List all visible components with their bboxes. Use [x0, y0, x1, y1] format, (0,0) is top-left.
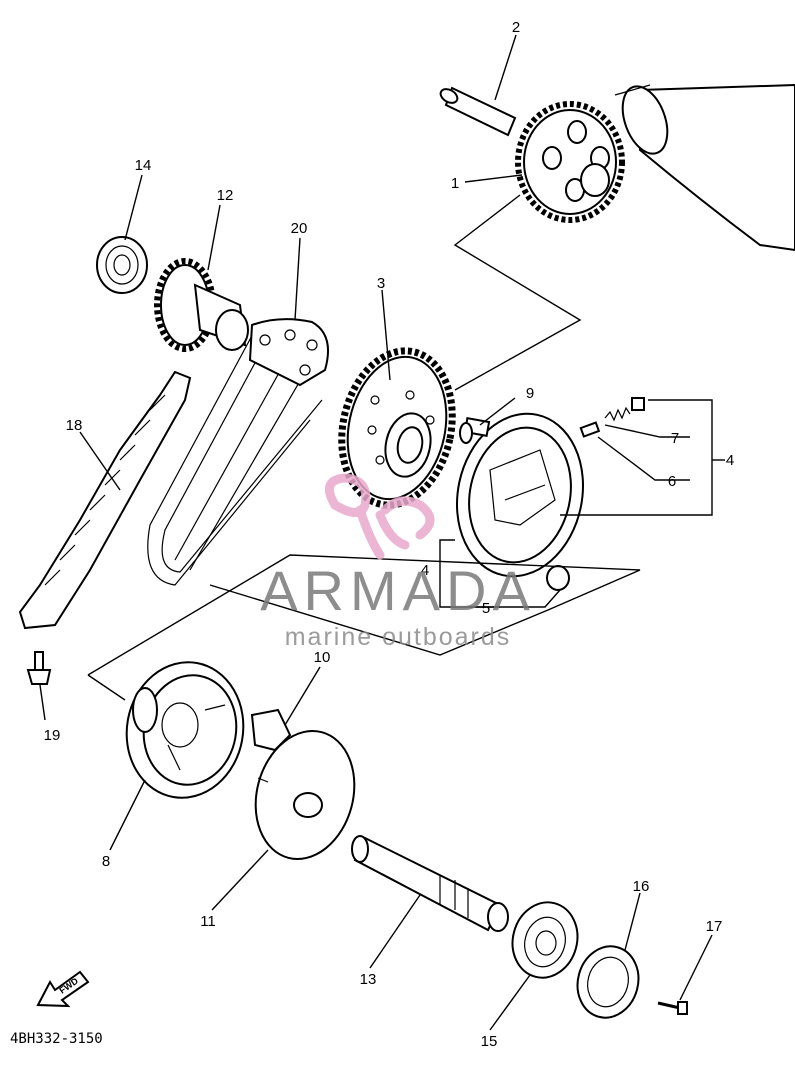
- part-17-screw: [657, 1001, 688, 1015]
- part-13-shaft: [351, 835, 509, 932]
- part-1-sprocket: [515, 101, 625, 223]
- callout-9: 9: [526, 385, 534, 402]
- part-6-pin: [579, 421, 601, 438]
- part-14-bearing: [96, 236, 148, 294]
- callout-13: 13: [360, 971, 377, 988]
- callout-4-left: 4: [421, 562, 429, 579]
- callout-14: 14: [135, 157, 152, 174]
- part-4-clutch-housing: [456, 412, 584, 578]
- callout-17: 17: [706, 918, 723, 935]
- shaft-housing: [614, 83, 795, 252]
- part-19-bolt: [26, 651, 52, 685]
- callout-18: 18: [66, 417, 83, 434]
- watermark-subtitle: marine outboards: [285, 623, 512, 651]
- leader-lines: [39, 34, 725, 1031]
- part-18-chain-guide: [18, 370, 192, 630]
- part-15-bearing: [511, 901, 579, 979]
- callout-7: 7: [671, 430, 679, 447]
- callout-10: 10: [314, 649, 331, 666]
- callout-19: 19: [44, 727, 61, 744]
- forward-arrow: FWD: [36, 970, 90, 1008]
- part-2-pin: [439, 86, 517, 137]
- part-8-pulley: [125, 661, 245, 799]
- callout-11: 11: [200, 913, 216, 930]
- assembly-lines: [87, 194, 641, 701]
- callout-4-right: 4: [726, 452, 734, 469]
- part-20-chain: [147, 318, 329, 586]
- callout-12: 12: [217, 187, 234, 204]
- watermark: ARMADA marine outboards: [260, 473, 536, 651]
- callout-16: 16: [633, 878, 650, 895]
- part-5-roller: [546, 565, 570, 591]
- callout-1: 1: [451, 175, 459, 192]
- callout-5: 5: [482, 600, 490, 617]
- watermark-logo: [324, 473, 435, 560]
- callout-labels: 1 2 3 4 4 5 6 7 8 9 10 11 12 13 14 15 16…: [44, 19, 735, 1050]
- watermark-title: ARMADA: [260, 559, 536, 622]
- callout-8: 8: [102, 853, 110, 870]
- callout-15: 15: [481, 1033, 498, 1050]
- part-11-plate: [254, 729, 356, 861]
- drawing-code: 4BH332-3150: [10, 1031, 103, 1047]
- part-12-gear: [154, 258, 249, 352]
- callout-20: 20: [291, 220, 308, 237]
- callout-2: 2: [512, 19, 520, 36]
- callout-3: 3: [377, 275, 385, 292]
- callout-6: 6: [668, 473, 676, 490]
- part-16-plate: [576, 945, 640, 1019]
- part-3-sprocket: [338, 347, 456, 509]
- part-7-spring: [604, 397, 645, 422]
